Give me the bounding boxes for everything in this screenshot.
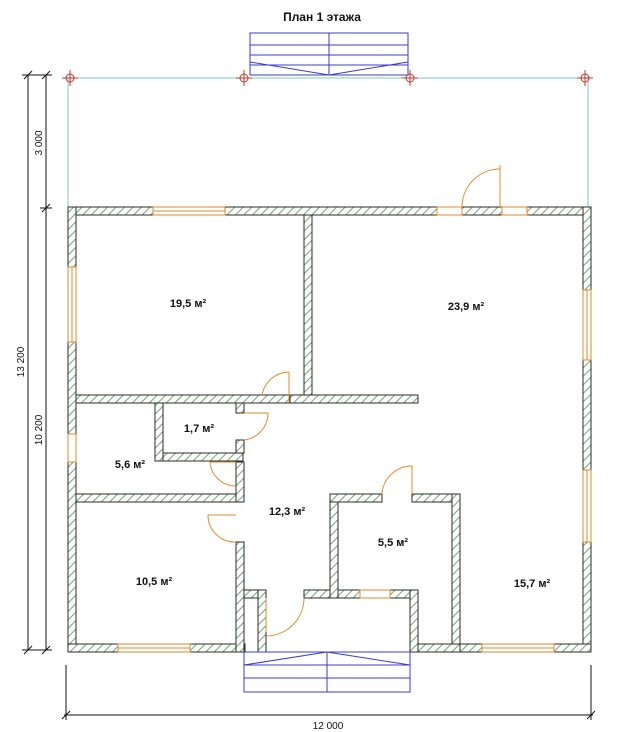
room-area-label: 15,7 м² [514, 578, 551, 590]
dim-height-main: 10 200 [34, 414, 45, 445]
bottom-stairs [243, 651, 411, 693]
dimension-lines [22, 70, 596, 720]
door-entrance-bottom [265, 597, 305, 637]
room-area-label: 23,9 м² [448, 301, 485, 313]
window [359, 589, 391, 599]
door-room-5-6 [209, 461, 237, 487]
column-marker [577, 70, 593, 86]
windows [67, 206, 592, 653]
column-markers [62, 70, 593, 86]
column-marker [62, 70, 78, 86]
room-area-label: 1,7 м² [184, 423, 214, 435]
dim-height-porch: 3 000 [34, 130, 45, 155]
door-room-19 [261, 371, 290, 403]
door-room-10-5 [207, 514, 237, 543]
dim-width-total: 12 000 [313, 721, 344, 732]
room-area-label: 5,5 м² [378, 537, 408, 549]
walls [67, 206, 592, 653]
room-area-label: 10,5 м² [136, 576, 173, 588]
porch-guides [67, 77, 589, 208]
room-area-label: 19,5 м² [170, 298, 207, 310]
column-marker [402, 70, 418, 86]
top-stairs [249, 32, 409, 76]
door-entrance-top [461, 165, 501, 208]
doors [207, 165, 501, 637]
column-marker [236, 70, 252, 86]
room-area-label: 5,6 м² [115, 459, 145, 471]
window [67, 433, 77, 463]
room-area-label: 12,3 м² [269, 506, 306, 518]
door-bath [243, 412, 269, 441]
window [501, 206, 528, 216]
door-room-5-5 [381, 465, 413, 495]
dim-height-total: 13 200 [16, 346, 27, 377]
window [436, 206, 463, 216]
plan-title: План 1 этажа [283, 10, 361, 24]
